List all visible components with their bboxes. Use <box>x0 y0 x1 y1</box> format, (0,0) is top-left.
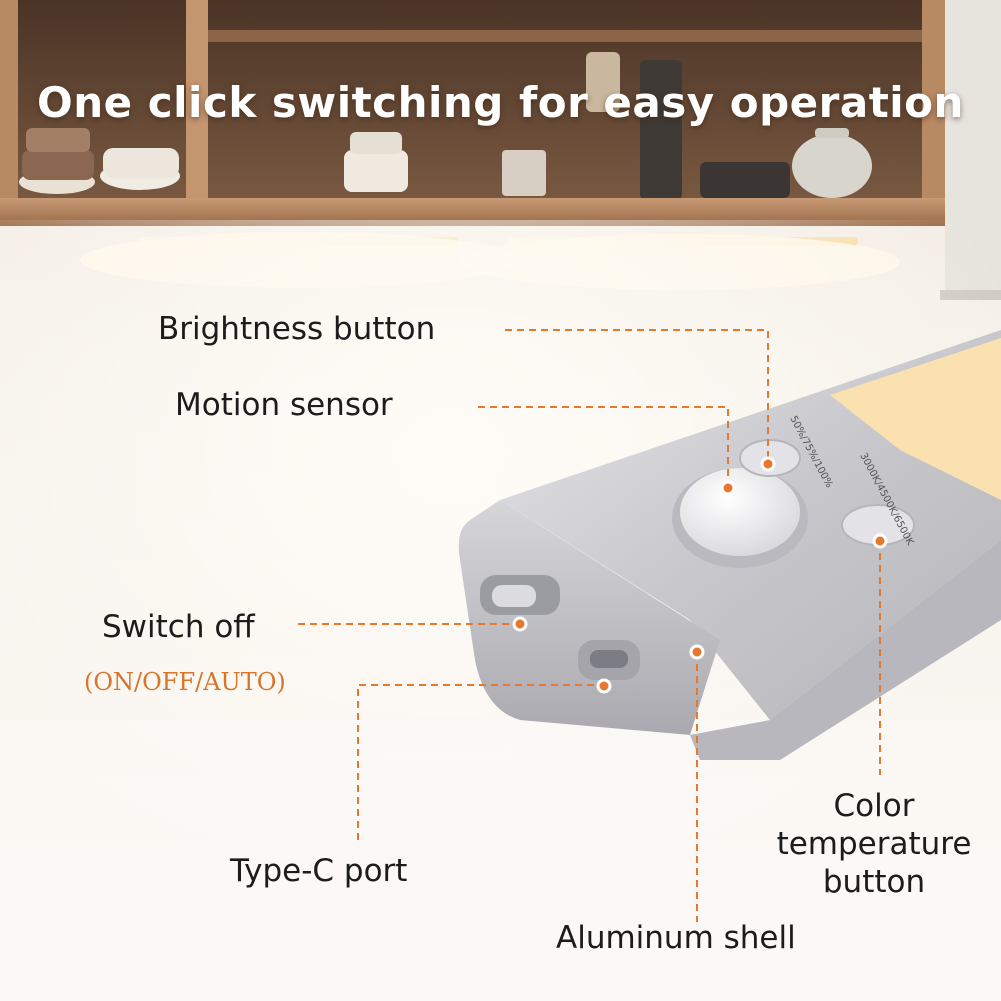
switch-modes-label: (ON/OFF/AUTO) <box>84 668 286 696</box>
switch-off-dot <box>512 616 528 632</box>
type-c-dot <box>596 678 612 694</box>
motion-sensor-label: Motion sensor <box>175 387 393 423</box>
headline: One click switching for easy operation <box>37 78 964 127</box>
aluminum-shell-label: Aluminum shell <box>556 920 796 956</box>
color-temp-dot <box>872 533 888 549</box>
callout-leaders <box>298 329 881 922</box>
color-temperature-button-label: Color temperature button <box>752 787 996 901</box>
switch-off-label: Switch off <box>102 609 255 645</box>
type-c-leader <box>357 684 604 840</box>
motion-sensor-dot <box>720 480 736 496</box>
aluminum-shell-dot <box>689 644 705 660</box>
color-temp-line-2: temperature <box>776 826 972 862</box>
callout-dots <box>512 456 888 694</box>
brightness-dot <box>760 456 776 472</box>
brightness-leader <box>505 329 769 462</box>
led-light-bar: 50%/75%/100% 3000K/4500K/6500K <box>458 330 1001 760</box>
color-temp-line-1: Color <box>833 788 915 824</box>
brightness-button-label: Brightness button <box>158 311 436 347</box>
motion-sensor-leader <box>478 406 729 488</box>
color-temp-line-3: button <box>822 864 926 900</box>
type-c-port-label: Type-C port <box>230 853 408 889</box>
